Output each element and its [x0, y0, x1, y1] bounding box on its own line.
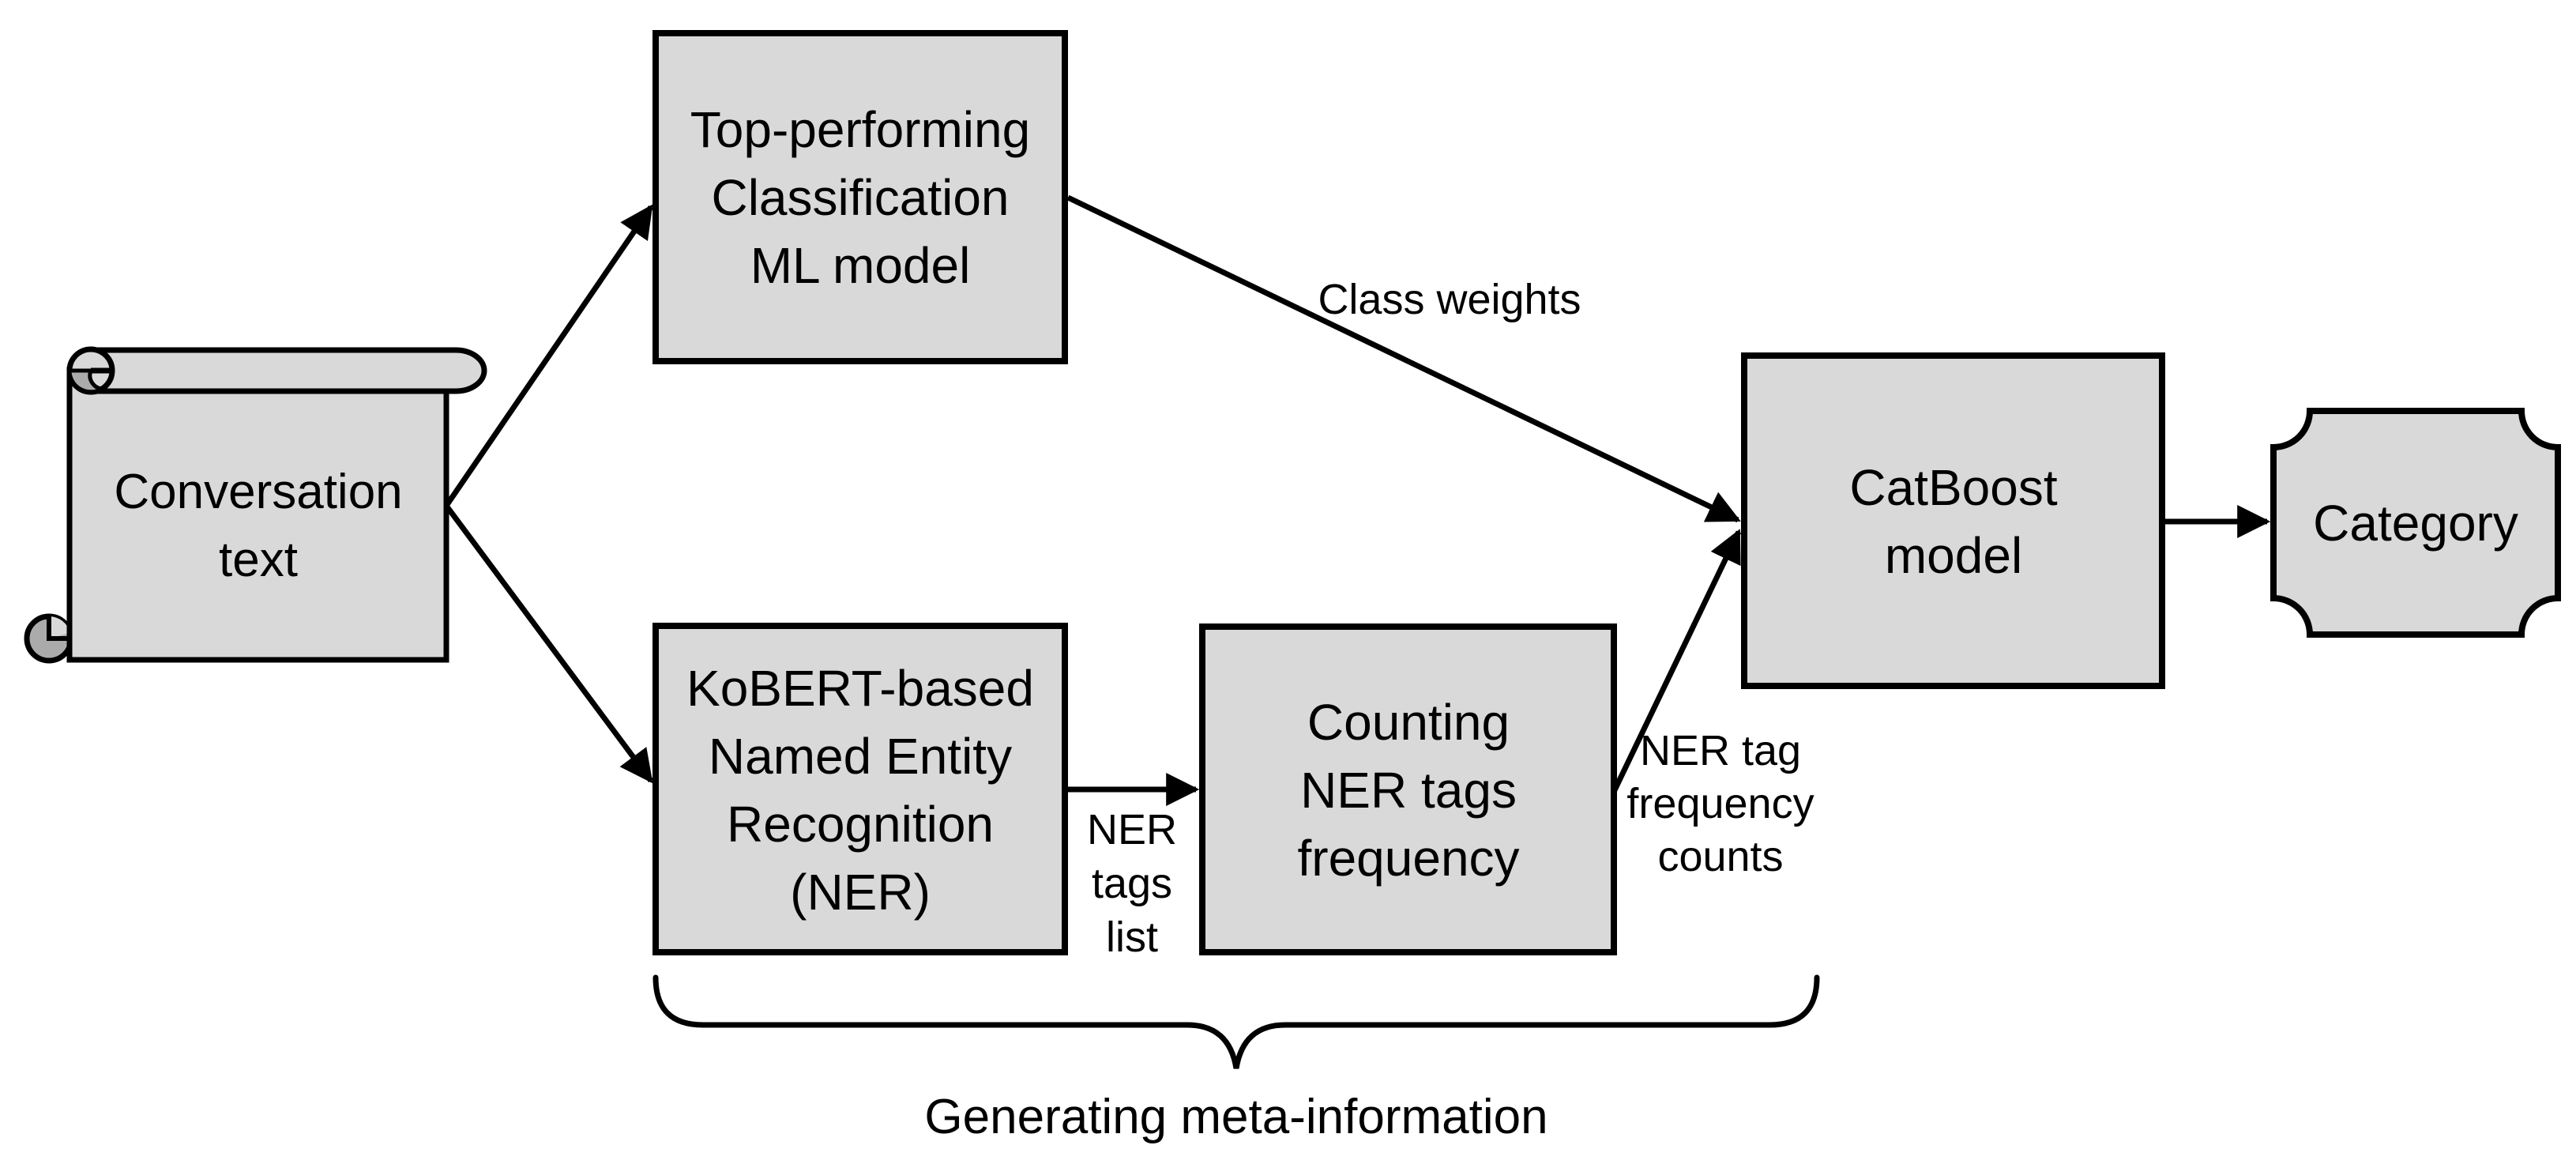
category-label: Category: [2313, 495, 2518, 552]
node-category: Category: [2270, 408, 2561, 638]
ner-tags-list-line2: tags: [1092, 860, 1172, 907]
top-model-line1: Top-performing: [690, 101, 1030, 158]
scroll-top-curl-shade: [67, 368, 108, 394]
counting-line1: Counting: [1307, 694, 1510, 751]
edge-conversation-to-top-model: [444, 204, 653, 507]
edge-labels: Class weights NER tags list NER tag freq…: [1087, 276, 1814, 961]
counting-box: [1199, 623, 1617, 955]
node-catboost: CatBoost model: [1741, 352, 2165, 689]
ner-tag-freq-line1: NER tag: [1640, 727, 1801, 774]
scroll-page: [66, 367, 449, 663]
category-plaque: [2270, 408, 2561, 638]
catboost-line2: model: [1885, 527, 2022, 584]
ner-line3: Recognition: [727, 796, 994, 853]
ner-box: [652, 623, 1068, 955]
class-weights-label: Class weights: [1318, 276, 1581, 323]
node-conversation: Conversation text: [24, 346, 487, 664]
edge-top-model-to-catboost: [1066, 194, 1741, 523]
edge-conversation-to-ner: [444, 503, 653, 784]
catboost-line1: CatBoost: [1849, 459, 2057, 516]
conversation-label-line2: text: [219, 533, 298, 587]
scroll-top-roll: [88, 347, 487, 394]
counting-line2: NER tags: [1300, 762, 1517, 819]
ner-line2: Named Entity: [709, 728, 1012, 785]
ner-tag-freq-line2: frequency: [1626, 780, 1814, 827]
node-top-model: Top-performing Classification ML model: [652, 30, 1068, 364]
counting-line3: frequency: [1297, 830, 1519, 887]
ner-tags-list-line3: list: [1106, 913, 1158, 961]
ner-line1: KoBERT-based: [686, 660, 1034, 717]
meta-information-brace-group: Generating meta-information: [652, 974, 1820, 1144]
top-model-line3: ML model: [750, 237, 971, 294]
catboost-box: [1741, 352, 2165, 689]
curly-brace: [652, 974, 1820, 1069]
node-ner: KoBERT-based Named Entity Recognition (N…: [652, 623, 1068, 955]
node-counting: Counting NER tags frequency: [1199, 623, 1617, 955]
top-model-line2: Classification: [711, 169, 1009, 226]
edge-counting-to-catboost: [1611, 529, 1742, 793]
edges: [444, 194, 2271, 806]
ner-tags-list-line1: NER: [1087, 806, 1177, 853]
scroll-bottom-curl-notch: [49, 616, 70, 639]
brace-caption: Generating meta-information: [924, 1090, 1547, 1144]
scroll-bottom-curl-line: [47, 616, 71, 641]
ner-line4: (NER): [790, 864, 931, 921]
top-model-box: [652, 30, 1068, 364]
conversation-label-line1: Conversation: [114, 465, 402, 519]
ner-tag-freq-line3: counts: [1657, 833, 1783, 880]
